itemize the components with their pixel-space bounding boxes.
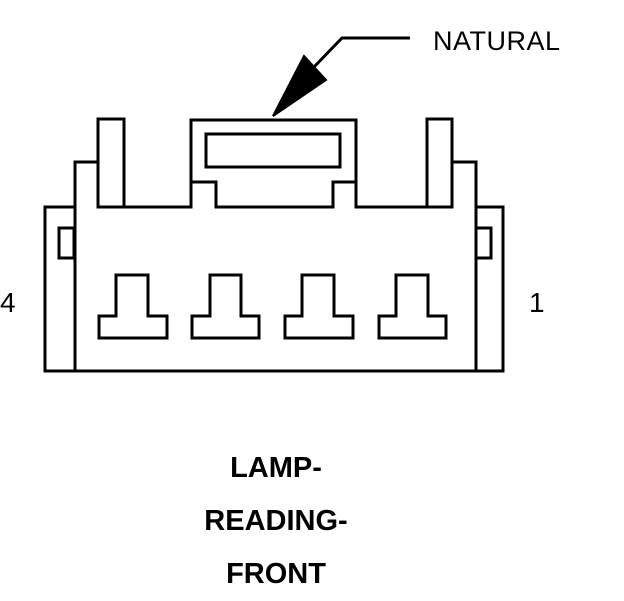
pin-number-right: 1 <box>529 287 545 318</box>
component-name: LAMP- READING- FRONT <box>176 442 376 601</box>
callout-leader-line <box>311 36 410 70</box>
latch-inner <box>204 132 342 169</box>
pin-cavity <box>283 273 355 340</box>
component-name-line: READING- <box>204 505 348 537</box>
pin-cavity <box>97 273 169 340</box>
component-name-line: LAMP- <box>230 452 322 484</box>
pin-cavity <box>377 273 448 340</box>
component-name-line: FRONT <box>226 558 326 590</box>
pin-cavity <box>190 273 261 340</box>
pin-number-left: 4 <box>0 287 16 318</box>
right-tab <box>425 117 454 209</box>
right-key <box>474 226 493 260</box>
left-tab <box>96 117 126 209</box>
left-key <box>57 226 76 260</box>
callout-arrowhead <box>272 54 328 117</box>
wire-color-label: NATURAL <box>433 26 561 56</box>
